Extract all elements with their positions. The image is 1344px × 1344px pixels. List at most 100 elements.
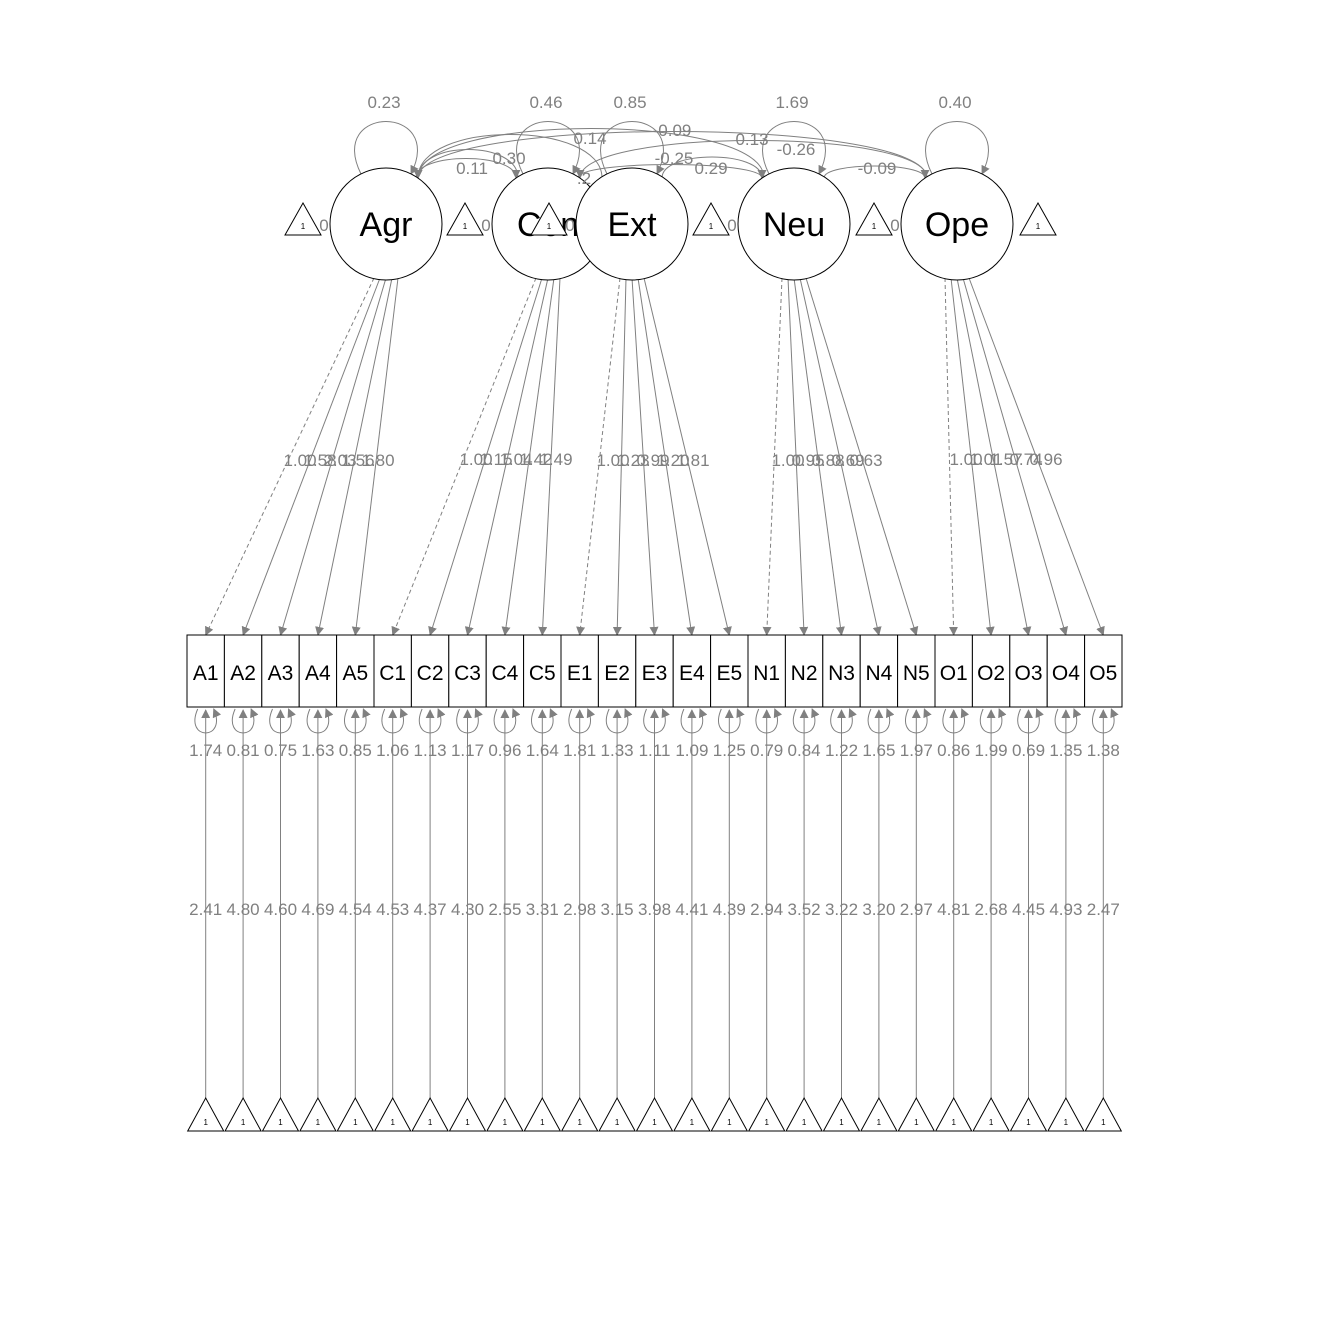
constant-triangle	[934, 1096, 973, 1132]
loading-label: 1.49	[539, 450, 572, 469]
manifest-name: E4	[679, 662, 705, 685]
residual-variance-label: 1.64	[526, 741, 559, 760]
residual-variance-label: 1.25	[713, 741, 746, 760]
manifest-name: O5	[1089, 662, 1117, 685]
covariance-label: -0.25	[655, 149, 694, 168]
latent-variance-label: 0.40	[938, 93, 971, 112]
loading-label: 1.58	[303, 451, 336, 470]
constant-label: 1	[465, 1118, 470, 1127]
constant-label: 1	[428, 1118, 433, 1127]
latent-variance-loop	[354, 121, 419, 175]
constant-triangle	[1019, 201, 1057, 236]
constant-triangle	[1084, 1096, 1123, 1132]
loading-label: 0.69	[831, 451, 864, 470]
latent-intercept-label: 0	[890, 216, 899, 235]
constant-triangle	[785, 1096, 823, 1132]
factor-loading-arrow	[956, 277, 1032, 636]
constant-label: 1	[241, 1118, 246, 1127]
loading-label: 0.88	[811, 451, 844, 470]
loading-label: 1.00	[771, 451, 804, 470]
manifest-intercept-label: 3.31	[526, 900, 559, 919]
factor-loading-arrow	[464, 277, 549, 636]
factor-loading-arrow	[241, 277, 381, 636]
factor-loading-arrow	[351, 277, 399, 636]
residual-variance-label: 1.81	[563, 741, 596, 760]
manifest-box	[485, 634, 525, 708]
factor-loading-arrow	[762, 277, 783, 636]
constant-triangle	[224, 1096, 262, 1132]
constant-label: 1	[914, 1118, 919, 1127]
factor-loading-arrow	[799, 277, 882, 636]
factor-loading-arrow	[631, 277, 659, 636]
manifest-name: A5	[342, 662, 368, 685]
latent-covariance-arc	[661, 156, 767, 179]
constant-triangle	[692, 201, 730, 236]
latent-node	[900, 167, 1014, 281]
covariance-label: -0.09	[653, 121, 692, 140]
loading-label: 1.15	[479, 450, 512, 469]
manifest-name: N5	[903, 662, 930, 685]
constant-label: 1	[839, 1118, 844, 1127]
latent-name: Ope	[925, 206, 989, 244]
latent-variance-label: 0.85	[613, 93, 646, 112]
manifest-intercept-label: 4.45	[1012, 900, 1045, 919]
loading-label: 1.57	[989, 450, 1022, 469]
constant-triangle	[486, 1096, 524, 1132]
manifest-box	[336, 634, 375, 708]
constant-label: 1	[1064, 1118, 1069, 1127]
manifest-intercept-label: 4.54	[339, 900, 372, 919]
residual-variance-label: 1.11	[639, 741, 671, 760]
manifest-box	[1084, 634, 1123, 708]
manifest-name: A4	[305, 662, 331, 685]
constant-label: 1	[316, 1118, 321, 1127]
loading-label: 2.03	[323, 451, 356, 470]
manifest-name: A3	[268, 662, 294, 685]
manifest-intercept-label: 4.93	[1049, 900, 1082, 919]
manifest-box	[448, 634, 487, 708]
constant-triangle	[598, 1096, 636, 1132]
manifest-box	[373, 634, 412, 708]
loading-label: 1.00	[949, 450, 982, 469]
manifest-name: C4	[491, 662, 518, 685]
manifest-name: N1	[753, 662, 780, 685]
constant-triangle	[411, 1096, 449, 1132]
constant-label: 1	[951, 1118, 956, 1127]
manifest-name: E1	[567, 662, 593, 685]
constant-triangle	[1047, 1096, 1085, 1132]
constant-triangle	[747, 1096, 786, 1132]
factor-loading-arrow	[428, 277, 543, 636]
manifest-intercept-label: 2.97	[900, 900, 933, 919]
residual-variance-label: 1.22	[825, 741, 858, 760]
manifest-box	[597, 634, 637, 708]
constant-label: 1	[390, 1118, 395, 1127]
factor-loading-arrow	[391, 277, 537, 636]
residual-variance-label: 1.35	[1049, 741, 1082, 760]
constant-triangle	[186, 1096, 225, 1132]
manifest-box	[710, 634, 749, 708]
manifest-box	[859, 634, 899, 708]
manifest-box	[971, 634, 1011, 708]
constant-label: 1	[615, 1118, 620, 1127]
constant-triangle	[373, 1096, 412, 1132]
constant-label: 1	[1036, 222, 1041, 231]
manifest-intercept-label: 2.41	[189, 900, 222, 919]
constant-triangle	[560, 1096, 599, 1132]
constant-label: 1	[547, 222, 552, 231]
constant-label: 1	[652, 1118, 657, 1127]
constant-triangle	[822, 1096, 861, 1132]
constant-triangle	[261, 1096, 300, 1132]
factor-loading-arrow	[315, 277, 393, 636]
covariance-label: 0.14	[573, 129, 606, 148]
constant-label: 1	[1101, 1118, 1106, 1127]
residual-variance-label: 1.33	[601, 741, 634, 760]
constant-label: 1	[1026, 1118, 1031, 1127]
manifest-box	[1046, 634, 1086, 708]
constant-label: 1	[989, 1118, 994, 1127]
loading-label: 0.95	[791, 451, 824, 470]
factor-loading-arrow	[205, 277, 375, 636]
manifest-name: N2	[791, 662, 818, 685]
covariance-label-fragment: .2	[577, 169, 591, 188]
loading-label: 0.96	[1029, 450, 1062, 469]
